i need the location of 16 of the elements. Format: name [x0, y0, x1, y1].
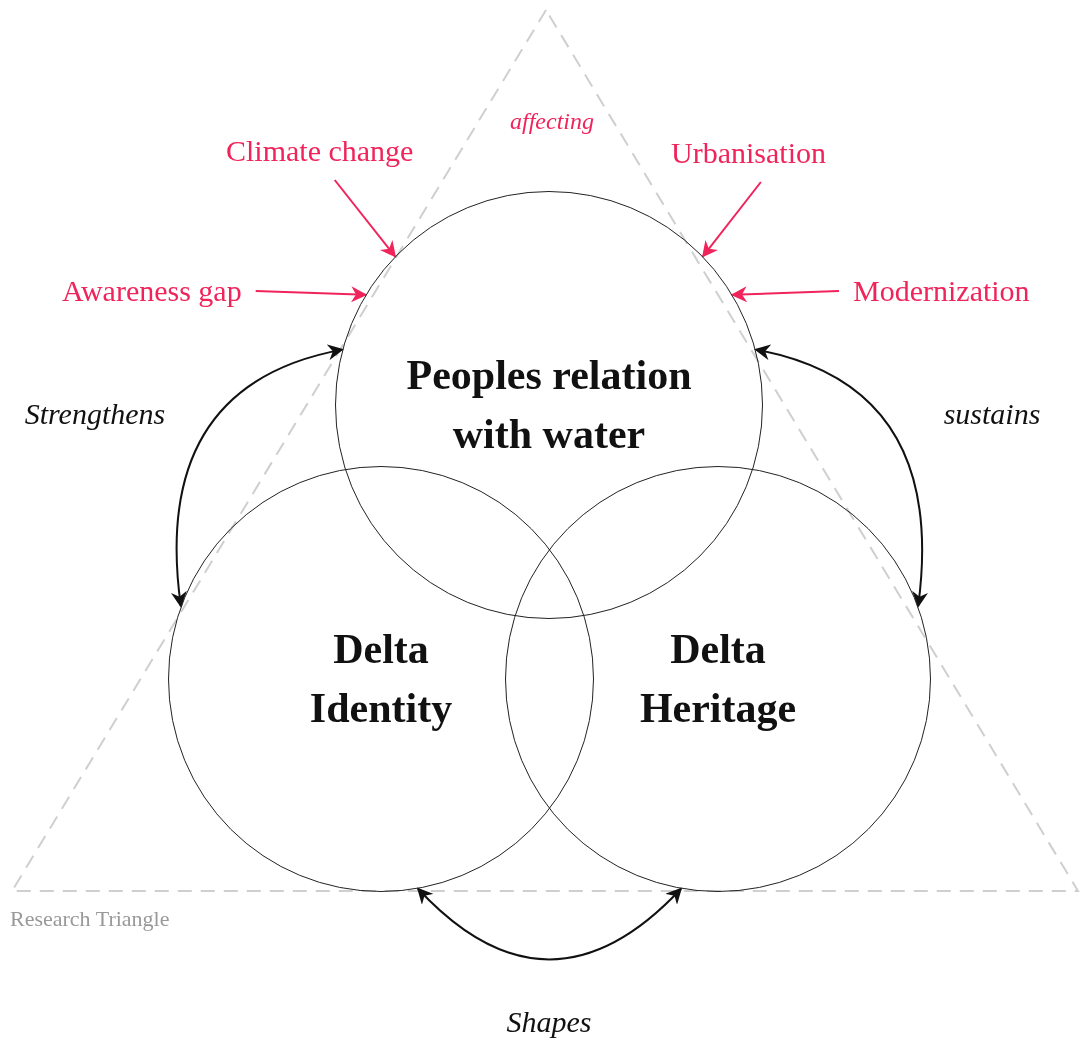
arrow — [333, 179, 397, 258]
arrow — [254, 286, 368, 303]
factor-label: Urbanisation — [671, 136, 826, 170]
triangle-caption: Research Triangle — [10, 906, 170, 932]
circle-title: Peoples relation with water — [405, 351, 693, 459]
factor-label: Awareness gap — [62, 274, 242, 308]
relation-caption: affecting — [510, 108, 594, 135]
curved-double-arrow — [416, 887, 683, 961]
factor-label: Climate change — [226, 134, 414, 168]
circle-title: Delta Identity — [308, 625, 454, 733]
factor-label: Modernization — [853, 274, 1030, 308]
curved-double-arrow — [171, 345, 344, 608]
arrow — [701, 181, 762, 258]
arrow — [730, 286, 840, 303]
curved-double-arrow — [754, 345, 928, 608]
circle-title: Delta Heritage — [638, 625, 798, 733]
